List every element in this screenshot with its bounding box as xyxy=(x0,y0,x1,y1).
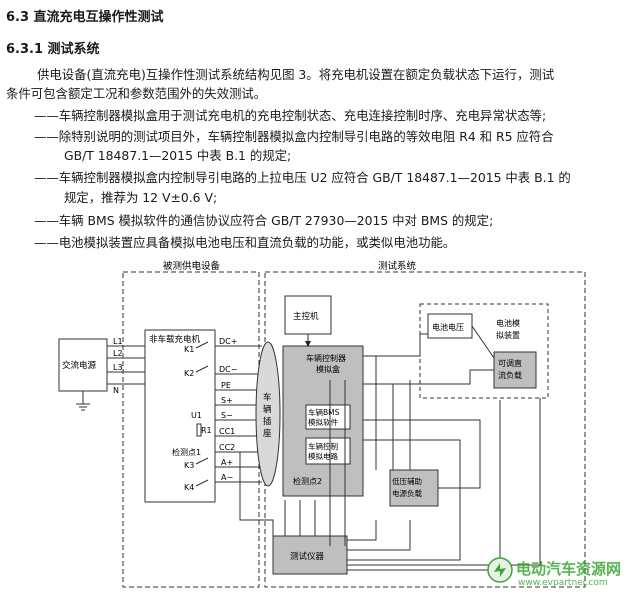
charger-label: 非车载充电机 xyxy=(149,334,201,345)
watermark-logo xyxy=(487,557,513,583)
watermark-url: www.evpartner.com xyxy=(518,578,608,588)
terminal-s-plus: S+ xyxy=(221,396,233,405)
terminal-dc-minus: DC− xyxy=(219,365,237,374)
bullet-4: ——车辆 BMS 模拟软件的通信协议应符合 GB/T 27930—2015 中对… xyxy=(34,213,494,228)
line-l2-label: L2 xyxy=(113,349,123,358)
switch-k3-label: K3 xyxy=(184,461,194,470)
intro-paragraph-line-2: 条件可包含额定工况和参数范围外的失效测试。 xyxy=(6,86,267,101)
intro-paragraph-line-1: 供电设备(直流充电)互操作性测试系统结构见图 3。将充电机设置在额定负载状态下运… xyxy=(37,67,555,82)
terminal-cc1: CC1 xyxy=(219,427,235,436)
test-system-diagram: 被测供电设备 测试系统 交流电源 L1 L2 L3 N 非车载充电机 K1 K2… xyxy=(58,260,586,588)
control-circuit-label-2: 模拟电路 xyxy=(308,451,338,461)
terminal-dc-plus: DC+ xyxy=(219,337,237,346)
dc-load-box xyxy=(493,351,537,389)
terminal-a-plus: A+ xyxy=(221,458,233,467)
ac-source-label: 交流电源 xyxy=(62,360,97,371)
line-l3-label: L3 xyxy=(113,363,123,372)
terminal-pe: PE xyxy=(221,381,231,390)
switch-k2-label: K2 xyxy=(184,369,194,378)
section-heading-6-3: 6.3 直流充电互操作性测试 xyxy=(6,10,164,25)
bullet-1: ——车辆控制器模拟盒用于测试充电机的充电控制状态、充电连接控制时序、充电异常状态… xyxy=(34,108,547,123)
checkpoint-1-label: 检测点1 xyxy=(172,447,201,457)
test-instrument-box xyxy=(272,535,348,575)
master-controller-box xyxy=(284,295,332,335)
u1-label: U1 xyxy=(191,411,202,420)
bms-software-label-2: 模拟软件 xyxy=(308,417,338,427)
aux-load-label-1: 低压辅助 xyxy=(392,476,422,486)
watermark-text: 电动汽车资源网 xyxy=(516,560,622,578)
bullet-3-line-1: ——车辆控制器模拟盒内控制导引电路的上拉电压 U2 应符合 GB/T 18487… xyxy=(34,170,571,185)
master-controller-label: 主控机 xyxy=(293,311,319,322)
control-circuit-box xyxy=(305,437,351,465)
supply-under-test-label: 被测供电设备 xyxy=(163,260,221,272)
bms-software-box xyxy=(305,404,351,430)
battery-sim-label-1: 电池模 xyxy=(496,318,520,328)
bullet-3-line-2: 规定，推荐为 12 V±0.6 V; xyxy=(64,190,218,205)
ac-source-box xyxy=(58,338,108,392)
aux-load-box xyxy=(389,469,439,507)
line-n-label: N xyxy=(113,386,119,395)
aux-load-label-2: 电源负载 xyxy=(392,488,422,498)
vehicle-controller-sim-label-1: 车辆控制器 xyxy=(306,353,346,363)
switch-k1-label: K1 xyxy=(184,345,194,354)
supply-under-test-boundary xyxy=(122,271,260,588)
section-heading-6-3-1: 6.3.1 测试系统 xyxy=(6,42,100,57)
control-circuit-label-1: 车辆控制 xyxy=(308,441,338,451)
terminal-s-minus: S− xyxy=(221,411,233,420)
checkpoint-2-label: 检测点2 xyxy=(293,476,322,486)
bullet-5: ——电池模拟装置应具备模拟电池电压和直流负载的功能，或类似电池功能。 xyxy=(34,235,456,250)
battery-voltage-box xyxy=(427,313,473,339)
dc-load-label-1: 可调直 xyxy=(498,358,522,368)
battery-sim-boundary xyxy=(419,303,549,399)
terminal-cc2: CC2 xyxy=(219,443,235,452)
battery-sim-label-2: 拟装置 xyxy=(496,330,520,340)
vehicle-socket xyxy=(255,341,281,487)
charger-box xyxy=(144,329,216,503)
test-instrument-label: 测试仪器 xyxy=(290,551,325,562)
vehicle-socket-char-4: 座 xyxy=(263,428,272,439)
switch-k4-label: K4 xyxy=(184,483,194,492)
test-system-label: 测试系统 xyxy=(378,260,417,272)
terminal-a-minus: A− xyxy=(221,473,233,482)
vehicle-socket-char-3: 插 xyxy=(263,416,272,427)
r1-label: R1 xyxy=(201,426,212,435)
dc-load-label-2: 流负载 xyxy=(498,370,522,380)
vehicle-socket-char-2: 辆 xyxy=(263,404,272,415)
vehicle-controller-sim-label-2: 模拟盒 xyxy=(316,364,340,374)
battery-voltage-label: 电池电压 xyxy=(432,322,464,332)
bms-software-label-1: 车辆BMS xyxy=(308,407,340,417)
vehicle-socket-char-1: 车 xyxy=(263,392,272,403)
line-l1-label: L1 xyxy=(113,337,123,346)
bullet-2-line-2: GB/T 18487.1—2015 中表 B.1 的规定; xyxy=(64,148,292,163)
bullet-2-line-1: ——除特别说明的测试项目外，车辆控制器模拟盒内控制导引电路的等效电阻 R4 和 … xyxy=(34,129,554,144)
